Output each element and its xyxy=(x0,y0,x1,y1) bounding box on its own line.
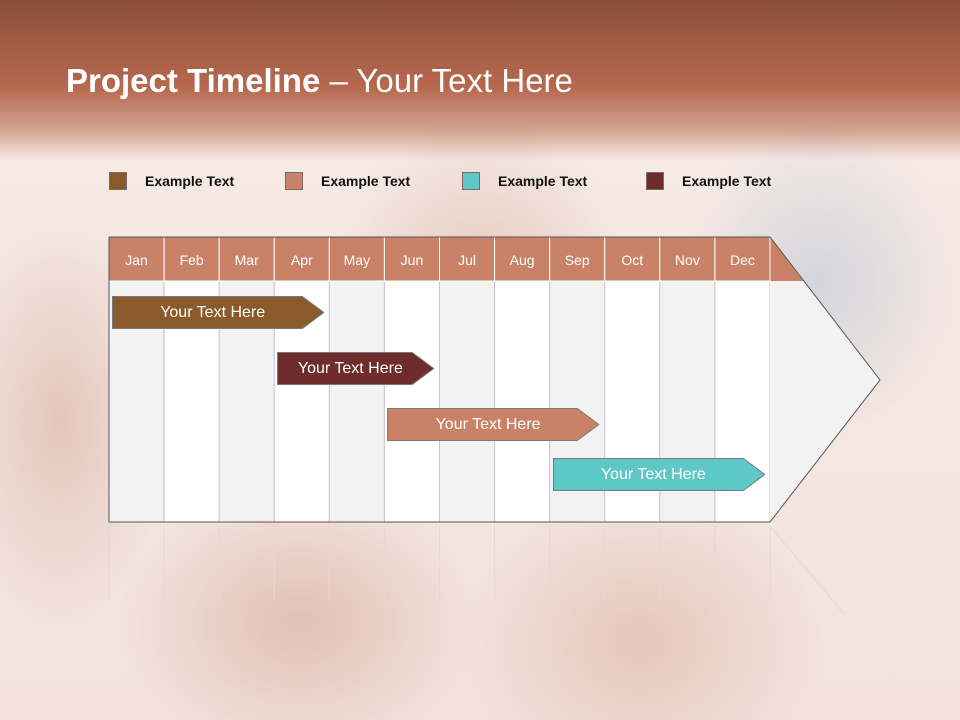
month-label-jun: Jun xyxy=(401,252,424,268)
month-header-jan xyxy=(108,236,165,282)
month-label-jan: Jan xyxy=(125,252,148,268)
legend-item-4: Example Text xyxy=(646,170,771,192)
month-column-jul xyxy=(439,280,496,523)
legend-label-2: Example Text xyxy=(321,173,411,189)
task-arrow-shape xyxy=(277,352,435,385)
task-bar-2[interactable]: Your Text Here xyxy=(277,352,435,385)
task-arrow-shape xyxy=(552,458,765,491)
month-headers: Jan Feb Mar Apr May Jun Jul Aug Sep Oct Nov Dec xyxy=(108,236,771,282)
timeline-outline xyxy=(108,236,881,523)
legend-swatch-3 xyxy=(462,172,480,190)
legend-item-2: Example Text xyxy=(285,170,410,192)
task-label-2: Your Text Here xyxy=(297,360,403,377)
page-title: Project Timeline – Your Text Here xyxy=(66,62,573,100)
month-label-aug: Aug xyxy=(510,252,535,268)
task-arrow-polygon xyxy=(552,458,765,491)
month-label-mar: Mar xyxy=(235,252,259,268)
header-band xyxy=(0,0,960,160)
legend-swatch-1 xyxy=(109,172,127,190)
month-label-feb: Feb xyxy=(180,252,204,268)
task-arrow-polygon xyxy=(112,296,325,329)
month-column-aug xyxy=(494,280,551,523)
month-header-sep xyxy=(549,236,606,282)
title-bold: Project Timeline xyxy=(66,62,321,99)
legend-label-1: Example Text xyxy=(145,173,235,189)
task-label-3: Your Text Here xyxy=(435,416,541,433)
task-arrow-shape xyxy=(387,408,600,441)
task-arrow-polygon xyxy=(277,352,435,385)
month-header-apr xyxy=(273,236,330,282)
month-column-jun xyxy=(383,280,440,523)
legend-swatch-4 xyxy=(646,172,664,190)
task-label-1: Your Text Here xyxy=(160,304,266,321)
month-label-jul: Jul xyxy=(458,252,476,268)
month-label-dec: Dec xyxy=(730,252,755,268)
legend-label-3: Example Text xyxy=(498,173,588,189)
month-header-mar xyxy=(218,236,275,282)
task-arrow-polygon xyxy=(387,408,600,441)
month-header-jul xyxy=(439,236,496,282)
timeline-reflection xyxy=(108,525,846,616)
task-bar-1[interactable]: Your Text Here xyxy=(112,296,325,329)
month-header-feb xyxy=(163,236,220,282)
task-bar-3[interactable]: Your Text Here xyxy=(387,408,600,441)
legend-item-1: Example Text xyxy=(109,170,234,192)
month-label-apr: Apr xyxy=(291,252,313,268)
task-bar-4[interactable]: Your Text Here xyxy=(552,458,765,491)
month-label-oct: Oct xyxy=(621,252,643,268)
reflection-line xyxy=(769,525,846,616)
legend-label-4: Example Text xyxy=(682,173,772,189)
task-label-4: Your Text Here xyxy=(600,466,706,483)
task-arrow-shape xyxy=(112,296,325,329)
title-rest: – Your Text Here xyxy=(320,62,573,99)
legend-item-3: Example Text xyxy=(462,170,587,192)
month-label-may: May xyxy=(344,252,370,268)
month-label-sep: Sep xyxy=(565,252,590,268)
timeline-arrow-tip xyxy=(770,281,880,522)
legend-swatch-2 xyxy=(285,172,303,190)
month-column-may xyxy=(328,280,385,523)
month-header-aug xyxy=(494,236,551,282)
month-label-nov: Nov xyxy=(675,252,700,268)
